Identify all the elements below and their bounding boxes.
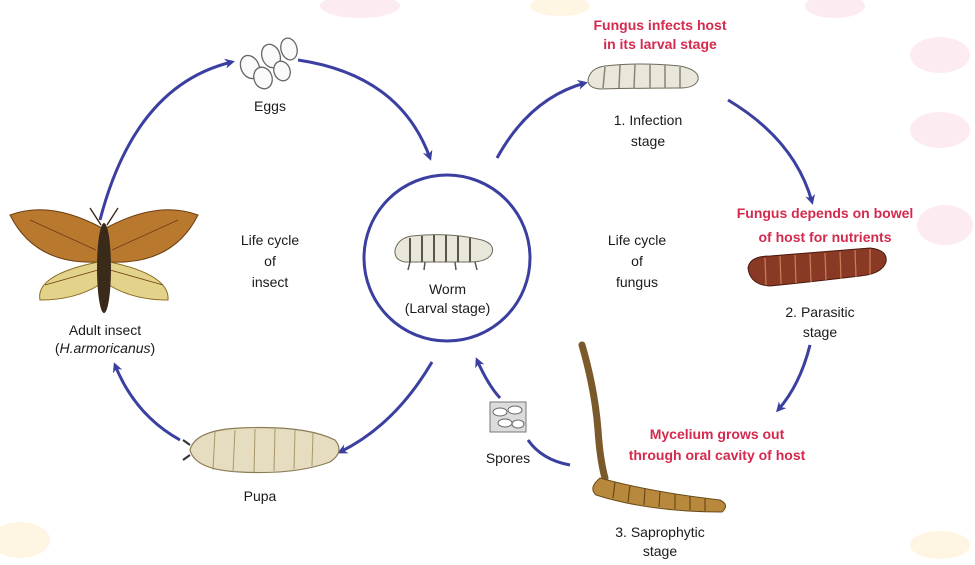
- infection-stage-label-2: stage: [598, 133, 698, 150]
- annotation-infects-2: in its larval stage: [560, 36, 760, 53]
- saprophytic-stage-label-1: 3. Saprophytic: [600, 524, 720, 541]
- arrow-eggs-to-worm: [298, 60, 430, 158]
- insect-cycle-label-1: Life cycle: [225, 232, 315, 249]
- insect-cycle-label-2: of: [225, 253, 315, 270]
- annotation-infects-1: Fungus infects host: [560, 17, 760, 34]
- infection-stage-label-1: 1. Infection: [598, 112, 698, 129]
- annotation-bowel-2: of host for nutrients: [715, 229, 935, 246]
- insect-cycle-label-3: insect: [225, 274, 315, 291]
- fungus-cycle-label-3: fungus: [592, 274, 682, 291]
- larva-icon: [395, 235, 493, 270]
- worm-label: Worm: [390, 281, 505, 298]
- eggs-label: Eggs: [240, 98, 300, 115]
- parasitic-stage-label-1: 2. Parasitic: [770, 304, 870, 321]
- arrow-worm-to-pupa: [340, 362, 432, 452]
- spores-icon: [490, 402, 526, 432]
- arrow-spores-to-worm: [477, 360, 500, 398]
- pupa-label: Pupa: [230, 488, 290, 505]
- arrow-adult-to-eggs: [100, 62, 232, 220]
- saprophytic-stage-label-2: stage: [600, 543, 720, 560]
- spores-label: Spores: [478, 450, 538, 467]
- arrow-infection-to-parasitic: [728, 100, 812, 202]
- arrow-pupa-to-adult: [115, 365, 180, 440]
- adult-moth-icon: [10, 208, 198, 313]
- adult-insect-label: Adult insect: [40, 322, 170, 339]
- arrow-parasitic-to-saprophytic: [778, 345, 810, 410]
- adult-insect-species: (H.armoricanus): [40, 340, 170, 357]
- parasitic-larva-icon: [748, 248, 886, 286]
- larval-stage-label: (Larval stage): [385, 300, 510, 317]
- infection-larva-icon: [588, 64, 698, 89]
- parasitic-stage-label-2: stage: [770, 324, 870, 341]
- eggs-icon: [237, 36, 300, 91]
- fungus-cycle-label-1: Life cycle: [592, 232, 682, 249]
- fungus-cycle-label-2: of: [592, 253, 682, 270]
- annotation-mycelium-1: Mycelium grows out: [612, 426, 822, 443]
- pupa-icon: [183, 428, 339, 473]
- annotation-bowel-1: Fungus depends on bowel: [715, 205, 935, 222]
- annotation-mycelium-2: through oral cavity of host: [612, 447, 822, 464]
- arrow-worm-to-infection: [497, 83, 585, 158]
- species-name: H.armoricanus: [59, 340, 150, 356]
